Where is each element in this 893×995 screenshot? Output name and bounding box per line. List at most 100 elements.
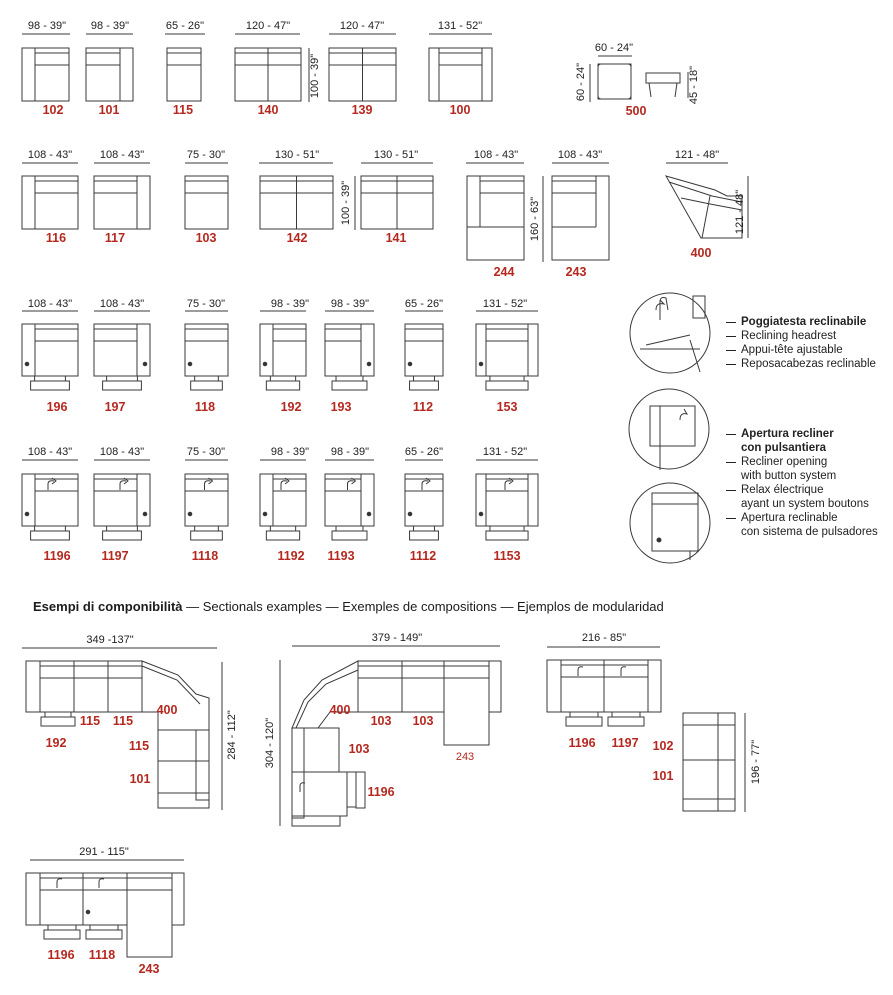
comp1-code-115a: 115 (79, 714, 101, 728)
comp3-width: 216 - 85" (581, 632, 627, 644)
module-1196-footrest-mech (34, 525, 66, 532)
module-192-width: 98 - 39" (270, 298, 310, 310)
module-192-button-dot (262, 361, 268, 367)
comp1-192-footrest-mech (44, 711, 72, 718)
module-1192-width: 98 - 39" (270, 446, 310, 458)
module-102-width: 98 - 39" (27, 20, 67, 32)
module-1193-recline-arrow-icon (347, 480, 354, 490)
module-1153-recline-arrow-icon (504, 480, 512, 490)
comp1-right-arm (157, 792, 210, 809)
legend-recliner-fr-2: ayant un system boutons (741, 498, 869, 510)
module-400-backrest-front (680, 197, 743, 211)
module-1196-button-dot (24, 511, 30, 517)
module-118-width: 75 - 30" (186, 298, 226, 310)
module-192-footrest (265, 380, 301, 391)
module-193-button-dot (366, 361, 372, 367)
comp1-backrest (39, 665, 143, 679)
module-400-corner-seam (701, 195, 711, 239)
module-1193-outline (324, 473, 375, 527)
module-1112-width: 65 - 26" (404, 446, 444, 458)
comp2-seat-1196 (291, 771, 348, 817)
comp2-code-1196: 1196 (367, 785, 395, 799)
module-1193-footrest-mech (335, 525, 364, 532)
module-code-112: 112 (412, 400, 434, 414)
module-1197-backrest (93, 478, 138, 492)
module-196-footrest (30, 380, 70, 391)
module-103-backrest (184, 180, 229, 194)
comp1-corner-backrest (141, 665, 201, 705)
module-197-button-dot (142, 361, 148, 367)
module-112-footrest-mech (413, 375, 435, 382)
comp4-seat-1118 (82, 872, 128, 926)
module-153-backrest (485, 328, 529, 342)
module-112-outline (404, 323, 444, 377)
recliner-button-sketch-icon (651, 492, 699, 552)
module-243-width: 108 - 43" (557, 149, 603, 161)
module-1196-width: 108 - 43" (27, 446, 73, 458)
comp2-seat-103a (357, 660, 403, 713)
comp1-code-115b: 115 (112, 714, 134, 728)
legend-recliner-es-2: con sistema de pulsadores (741, 526, 878, 538)
module-197-width: 108 - 43" (99, 298, 145, 310)
module-code-1193: 1193 (327, 549, 355, 563)
comp2-1196-footrest-mech (346, 771, 357, 808)
module-118-outline (184, 323, 229, 377)
module-code-1197: 1197 (101, 549, 129, 563)
module-1153-recline-arrowhead-icon (508, 477, 514, 485)
module-193-backrest (324, 328, 362, 342)
comp3-backrest (560, 664, 649, 678)
module-141-width: 130 - 51" (373, 149, 419, 161)
module-400-backrest-inner (668, 181, 743, 203)
module-1118-footrest-mech (194, 525, 219, 532)
comp3-side-backrest (717, 712, 736, 812)
module-153-footrest (485, 380, 529, 391)
module-153-button-dot (478, 361, 484, 367)
module-code-115: 115 (172, 103, 194, 117)
comp4-recline-arrow-1-icon (56, 878, 63, 888)
module-193-width: 98 - 39" (330, 298, 370, 310)
module-1153-footrest (485, 530, 529, 541)
legend-recliner-en-1: Recliner opening (726, 455, 878, 469)
module-244-width: 108 - 43" (473, 149, 519, 161)
comp3-recline-arrow-2-icon (620, 666, 627, 676)
comp2-left-back (291, 727, 305, 819)
module-1197-button-dot (142, 511, 148, 517)
comp4-code-1196: 1196 (47, 948, 75, 962)
comp2-code-103a: 103 (370, 714, 392, 728)
module-code-142: 142 (286, 231, 308, 245)
module-code-101: 101 (98, 103, 120, 117)
module-112-backrest (404, 328, 444, 342)
comp1-code-101: 101 (129, 772, 151, 786)
module-1112-recline-arrow-icon (421, 480, 429, 490)
comp1-left-arm (25, 660, 41, 713)
examples-title-translations: — Sectionals examples — Exemples de comp… (182, 599, 664, 614)
module-1192-footrest (265, 530, 301, 541)
module-140-width: 120 - 47" (245, 20, 291, 32)
comp1-seat-115c (157, 729, 210, 762)
module-1153-width: 131 - 52" (482, 446, 528, 458)
comp1-code-192: 192 (45, 736, 67, 750)
module-196-width: 108 - 43" (27, 298, 73, 310)
module-115-backrest (166, 52, 202, 66)
module-code-197: 197 (104, 400, 126, 414)
module-196-button-dot (24, 361, 30, 367)
comp2-code-103c: 103 (348, 742, 370, 756)
headrest-sofa-sketch-icon (640, 297, 701, 373)
module-1196-recline-arrowhead-icon (51, 477, 57, 485)
module-code-141: 141 (385, 231, 407, 245)
recliner-button-circle (629, 482, 711, 564)
module-1153-outline (475, 473, 539, 527)
comp1-right-backrest (195, 729, 210, 801)
module-1197-width: 108 - 43" (99, 446, 145, 458)
comp4-right-arm (171, 872, 185, 926)
comp3-code-1197: 1197 (611, 736, 639, 750)
legend-recliner-title-2: con pulsantiera (741, 442, 826, 454)
comp4-1118-mech (89, 924, 119, 931)
module-1118-backrest (184, 478, 229, 492)
module-101-backrest (85, 52, 121, 66)
pouf-width: 60 - 24" (594, 42, 634, 54)
module-100-width: 131 - 52" (437, 20, 483, 32)
module-1118-recline-arrowhead-icon (208, 477, 214, 485)
module-1118-footrest (190, 530, 223, 541)
module-400-width: 121 - 48" (674, 149, 720, 161)
